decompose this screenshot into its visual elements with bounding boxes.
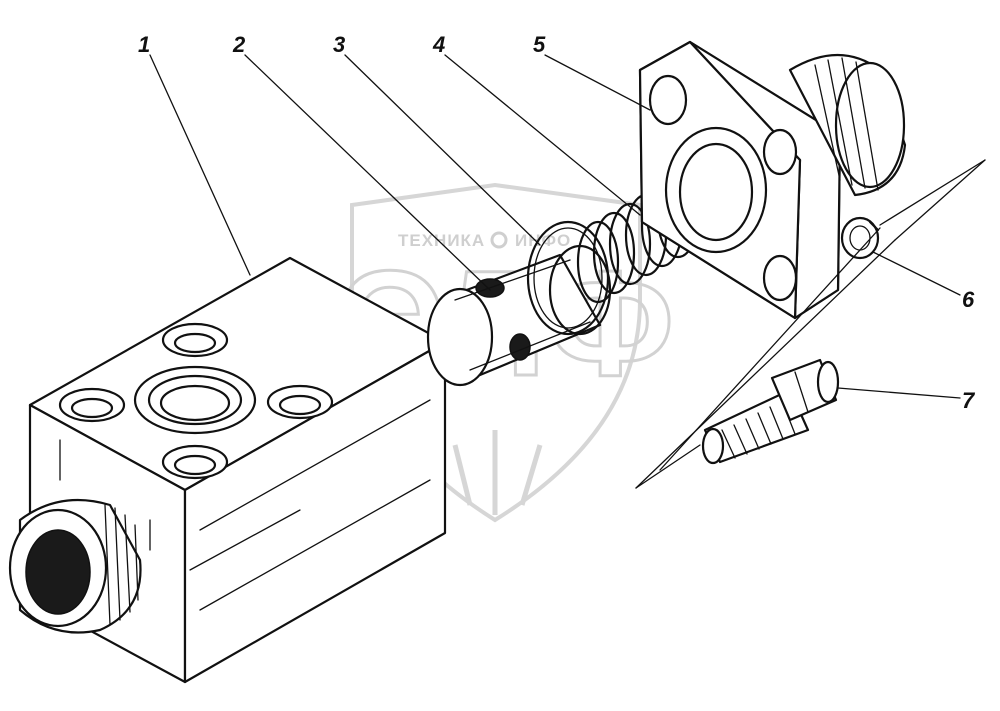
watermark-top-text: ТЕХНИКА xyxy=(398,231,485,250)
callout-2: 2 xyxy=(232,32,246,57)
o-ring xyxy=(526,220,610,336)
spring-coil xyxy=(576,220,620,304)
valve-body xyxy=(8,256,447,684)
watermark-wheat-icon xyxy=(452,430,543,515)
spring-coil xyxy=(608,202,652,286)
callout-3: 3 xyxy=(333,32,345,57)
assembly-guide-lines xyxy=(635,159,986,489)
callout-7: 7 xyxy=(962,388,976,413)
flange-cover xyxy=(638,40,907,320)
callout-4: 4 xyxy=(432,32,445,57)
leader-lines xyxy=(149,54,961,399)
callout-labels: 1 2 3 4 5 6 7 xyxy=(138,32,976,413)
callout-6: 6 xyxy=(962,287,975,312)
watermark-gear-icon xyxy=(490,231,508,249)
spring-coil xyxy=(592,211,636,295)
watermark-right-text: ИНФО xyxy=(515,231,571,250)
callout-5: 5 xyxy=(533,32,546,57)
callout-1: 1 xyxy=(138,32,150,57)
bolt xyxy=(701,358,840,465)
spool xyxy=(426,244,612,387)
